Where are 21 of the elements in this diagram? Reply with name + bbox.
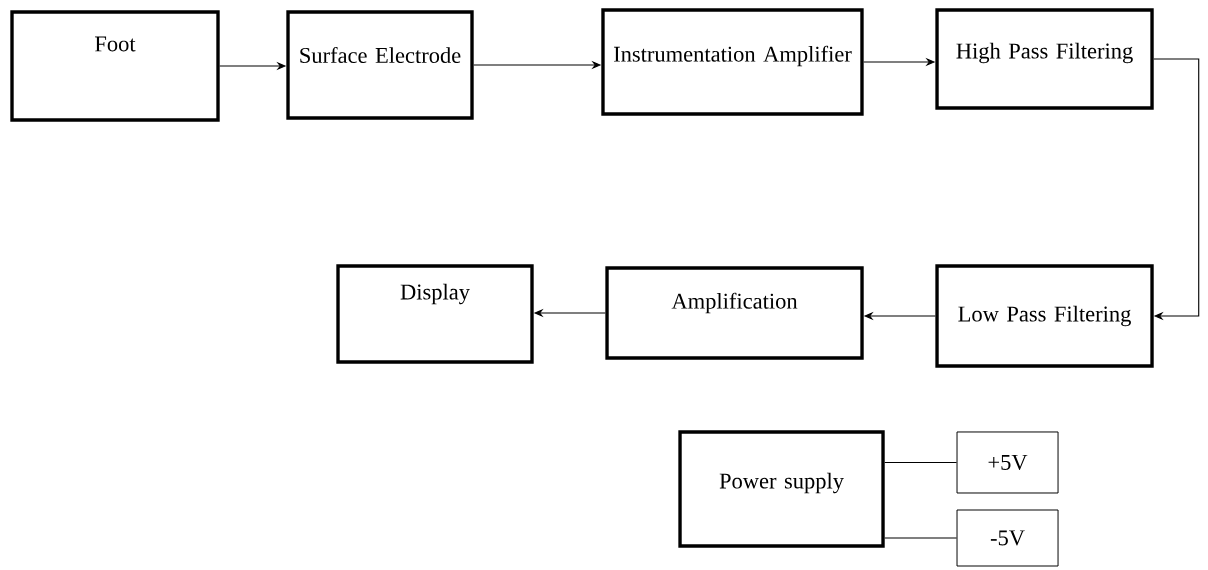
block-box xyxy=(10,10,220,122)
block-box xyxy=(678,430,885,548)
block-box xyxy=(336,264,534,364)
box-label: Foot xyxy=(95,36,136,52)
block-box xyxy=(286,10,474,120)
block-box xyxy=(956,509,1059,567)
box-label: +5V xyxy=(988,454,1028,470)
arrow xyxy=(1153,58,1200,321)
block-box xyxy=(935,8,1154,110)
block-box xyxy=(601,8,864,116)
box-label: Power supply xyxy=(719,472,844,494)
block-box xyxy=(605,266,864,360)
box-label: Instrumentation Amplifier xyxy=(614,45,852,67)
box-label: Low Pass Filtering xyxy=(958,305,1131,327)
box-label: Amplification xyxy=(671,292,798,314)
block-box xyxy=(956,431,1059,494)
box-label: High Pass Filtering xyxy=(956,42,1133,64)
box-label: Display xyxy=(400,283,470,305)
box-label: -5V xyxy=(990,530,1025,546)
box-label: Surface Electrode xyxy=(300,47,461,64)
block-box xyxy=(935,264,1154,368)
